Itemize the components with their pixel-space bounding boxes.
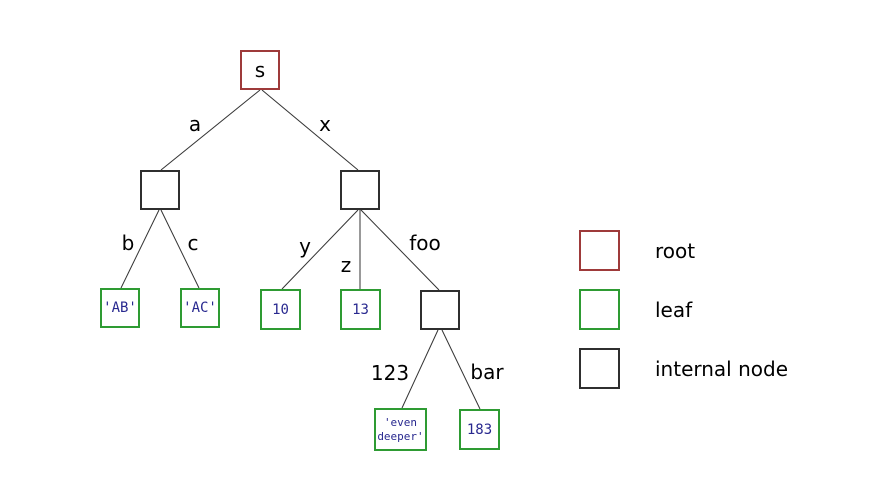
edge-label-123: 123 [370, 361, 410, 385]
leaf-value-line2: deeper' [377, 429, 424, 443]
leaf-value: 183 [466, 421, 493, 438]
edge-y-line [281, 209, 359, 290]
legend-item-root: root [579, 230, 695, 271]
edge-label-c: c [187, 231, 199, 255]
edge-label-b: b [121, 231, 135, 255]
leaf-value: 'AB' [103, 300, 137, 316]
edge-label-a: a [188, 112, 202, 136]
legend-leaf-label: leaf [655, 297, 693, 322]
edge-123-line [401, 329, 439, 409]
node-root: s [240, 50, 280, 90]
edge-label-foo: foo [409, 231, 441, 255]
node-root-label: s [254, 58, 266, 82]
node-leaf-10: 10 [260, 289, 301, 330]
legend-internal-node-label: internal node [655, 356, 789, 381]
legend-leaf-swatch [579, 289, 620, 330]
edge-label-y: y [299, 234, 311, 258]
edge-a-line [160, 89, 261, 171]
legend-root-swatch [579, 230, 620, 271]
leaf-value: 10 [272, 301, 289, 318]
edge-x-line [261, 89, 359, 171]
edge-foo-line [360, 209, 440, 291]
node-leaf-ac: 'AC' [180, 288, 220, 328]
leaf-value-line1: 'even [383, 415, 418, 429]
node-internal-x [340, 170, 380, 210]
edge-label-x: x [319, 112, 331, 136]
edge-c-line [160, 209, 200, 289]
node-leaf-even-deeper: 'even deeper' [374, 408, 427, 451]
edge-label-z: z [340, 253, 352, 277]
node-leaf-13: 13 [340, 289, 381, 330]
legend-internal-node-swatch [579, 348, 620, 389]
leaf-value: 'AC' [183, 300, 217, 316]
leaf-value: 13 [352, 301, 369, 318]
node-internal-foo [420, 290, 460, 330]
edge-b-line [120, 209, 160, 289]
node-internal-a [140, 170, 180, 210]
node-leaf-183: 183 [459, 409, 500, 450]
edge-label-bar: bar [470, 360, 504, 384]
node-leaf-ab: 'AB' [100, 288, 140, 328]
edge-bar-line [441, 329, 481, 410]
legend-item-leaf: leaf [579, 289, 692, 330]
legend-item-internal-node: internal node [579, 348, 788, 389]
legend-root-label: root [655, 238, 696, 263]
